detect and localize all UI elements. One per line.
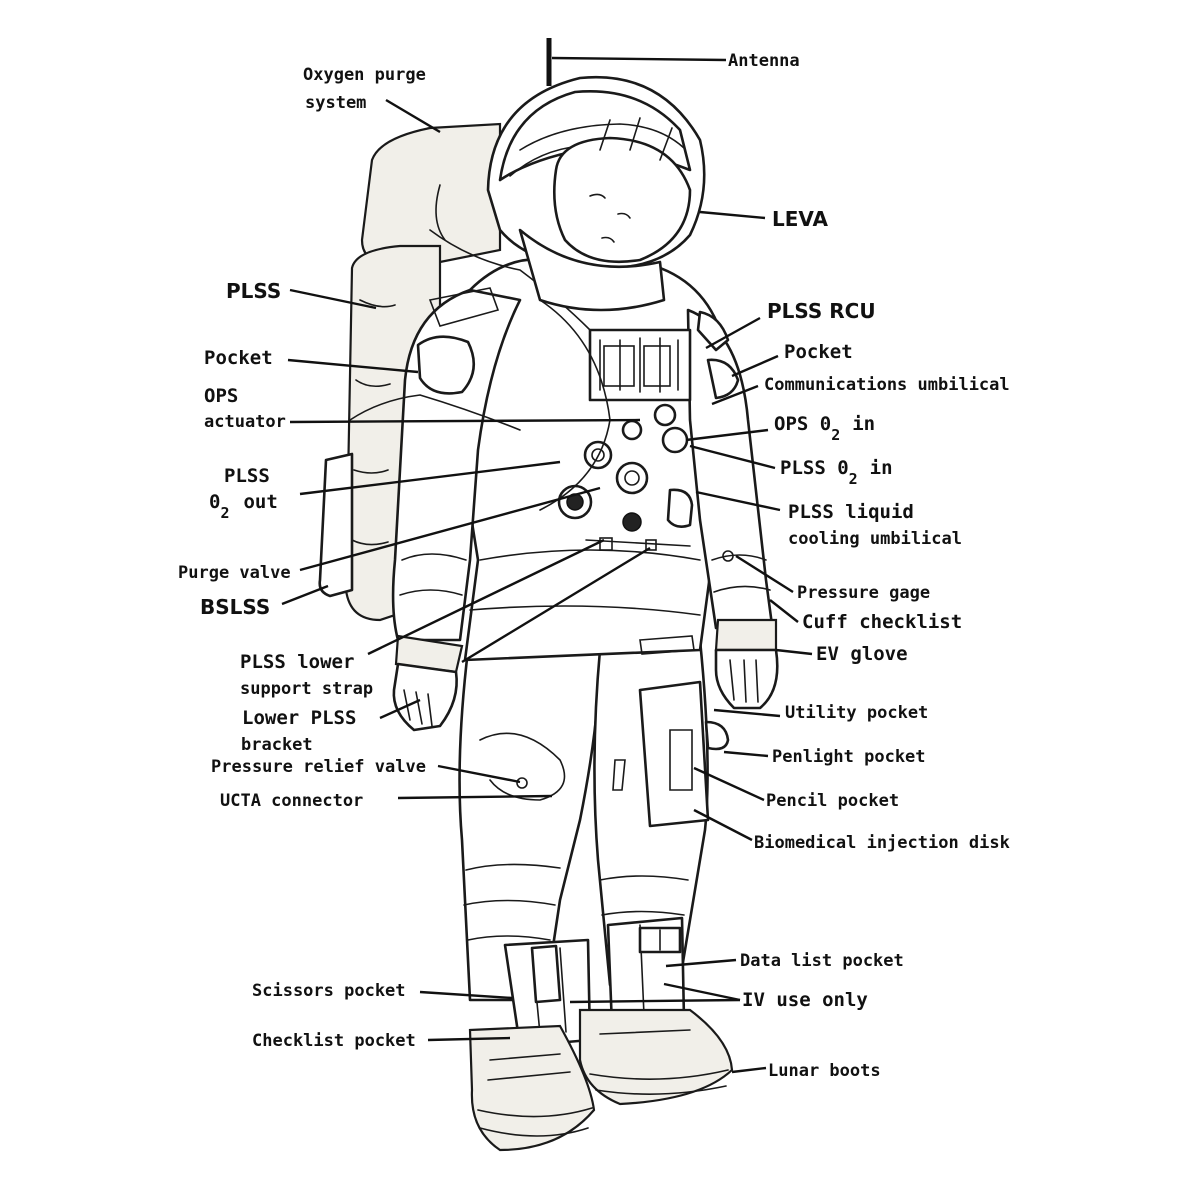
- label-cuff-checklist: Cuff checklist: [802, 611, 962, 633]
- label-ucta-connector: UCTA connector: [220, 791, 363, 811]
- chest-controls: [349, 229, 694, 551]
- label-plss-o2-out-line1: PLSS: [224, 465, 270, 487]
- label-plss-liquid-line1: PLSS liquid: [788, 501, 914, 523]
- label-utility-pocket: Utility pocket: [785, 703, 928, 723]
- label-scissors-pocket: Scissors pocket: [252, 981, 406, 1001]
- label-plss-rcu: PLSS RCU: [767, 299, 876, 323]
- label-iv-use-only: IV use only: [742, 989, 868, 1011]
- label-data-list-pocket: Data list pocket: [740, 951, 904, 971]
- leader-lines: [281, 56, 813, 1074]
- label-pressure-gage: Pressure gage: [797, 583, 930, 603]
- suit-arms: [391, 287, 774, 642]
- ev-gloves: [392, 618, 779, 732]
- label-penlight-pocket: Penlight pocket: [772, 747, 926, 767]
- label-communications-umbilical: Communications umbilical: [764, 375, 1010, 395]
- lunar-boots: [468, 916, 734, 1152]
- label-biomedical-injection-disk: Biomedical injection disk: [754, 833, 1010, 853]
- label-pencil-pocket: Pencil pocket: [766, 791, 899, 811]
- label-antenna: Antenna: [728, 51, 800, 71]
- label-bslss: BSLSS: [200, 595, 270, 619]
- label-purge-valve: Purge valve: [178, 563, 291, 583]
- callout-labels: Antenna Oxygen purge system LEVA PLSS PL…: [178, 51, 1010, 1081]
- label-oxygen-purge-line2: system: [305, 93, 366, 113]
- label-pocket-right: Pocket: [784, 341, 853, 363]
- label-oxygen-purge-line1: Oxygen purge: [303, 65, 426, 85]
- label-plss-lower-line2: support strap: [240, 679, 373, 699]
- label-pressure-relief-valve: Pressure relief valve: [211, 757, 426, 777]
- suit-legs: [458, 638, 730, 1002]
- label-lower-plss-line1: Lower PLSS: [242, 707, 356, 729]
- label-lunar-boots: Lunar boots: [768, 1061, 881, 1081]
- label-ops-actuator-line2: actuator: [204, 412, 286, 432]
- label-checklist-pocket: Checklist pocket: [252, 1031, 416, 1051]
- leva-helmet: [486, 75, 706, 312]
- label-pocket-left: Pocket: [204, 347, 273, 369]
- label-ev-glove: EV glove: [816, 643, 908, 665]
- spacesuit-illustration: [318, 38, 779, 1152]
- label-ops-actuator-line1: OPS: [204, 385, 238, 407]
- label-lower-plss-line2: bracket: [241, 735, 313, 755]
- label-plss-liquid-line2: cooling umbilical: [788, 529, 962, 549]
- label-plss: PLSS: [226, 279, 281, 303]
- label-leva: LEVA: [772, 207, 829, 231]
- label-plss-lower-line1: PLSS lower: [240, 651, 354, 673]
